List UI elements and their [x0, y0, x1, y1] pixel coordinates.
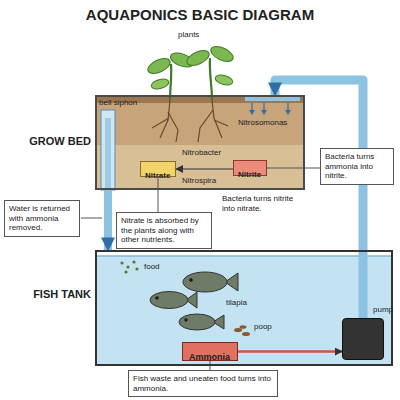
note: Bacteria turns nitrite into nitrate.	[222, 194, 304, 213]
pump-box: pump	[342, 318, 384, 360]
leader-line	[158, 177, 159, 212]
bell-siphon-drawing	[101, 110, 115, 190]
fish-body	[150, 292, 188, 309]
leaf	[146, 55, 173, 76]
leaf	[209, 43, 236, 64]
node-text: Ammonia	[189, 352, 230, 363]
fish-label: tilapia	[226, 298, 247, 308]
leaf	[214, 73, 234, 86]
nitrate-box: Nitrate	[140, 161, 176, 177]
water-surface	[96, 255, 392, 257]
spray-head	[249, 110, 291, 115]
fish-eye	[190, 279, 193, 282]
part-label: food	[144, 262, 160, 272]
bacteria-label: Nitrosomonas	[238, 118, 287, 128]
root	[214, 120, 228, 126]
soil	[95, 95, 305, 145]
root	[168, 112, 178, 142]
poop-piece	[234, 328, 242, 332]
pellet	[135, 267, 138, 270]
bacteria-label: Nitrobacter	[182, 148, 221, 158]
siphon-pipe	[105, 118, 111, 190]
root	[212, 100, 222, 138]
leaf	[185, 47, 212, 68]
leader-line	[267, 168, 320, 169]
fish	[150, 272, 238, 330]
spray-stroke	[252, 103, 288, 112]
node-heading: pump	[373, 305, 393, 315]
fish-eye	[185, 319, 188, 322]
roots	[152, 100, 228, 142]
node-heading: FISH TANK	[11, 288, 91, 301]
node-text: Water is returned with ammonia removed.	[9, 204, 75, 233]
gravel	[95, 95, 305, 190]
pellet	[124, 270, 127, 273]
callout-box: Nitrate is absorbed by the plants along …	[116, 212, 212, 249]
callout-box: Fish waste and uneaten food turns into a…	[128, 370, 278, 397]
root	[198, 110, 213, 142]
root	[160, 100, 170, 138]
stem	[210, 58, 212, 100]
return-pipe	[104, 190, 112, 250]
node-text: Nitrite	[238, 170, 261, 180]
plants-drawing	[146, 43, 236, 100]
fish-eye	[156, 297, 159, 300]
nitrite-box: Nitrite	[233, 160, 267, 176]
title: AQUAPONICS BASIC DIAGRAM	[0, 6, 400, 23]
grow-bed: GROW BEDNitrateNitrite	[95, 95, 305, 190]
tank-water	[96, 256, 392, 365]
poop-drawing	[234, 325, 250, 336]
node-heading: GROW BED	[13, 135, 91, 148]
leaf	[150, 77, 170, 90]
fish-body	[179, 314, 215, 330]
bacteria-label: Nitrospira	[182, 176, 216, 186]
flow-arrow	[238, 350, 342, 353]
node-text: Fish waste and uneaten food turns into a…	[133, 374, 273, 393]
callout-box: Water is returned with ammonia removed.	[4, 200, 80, 237]
pellet	[120, 261, 123, 264]
siphon-bell	[101, 110, 115, 190]
part-label: bell siphon	[99, 98, 137, 108]
plant-label: plants	[178, 30, 199, 40]
poop-piece	[240, 325, 247, 329]
ammonia-box: Ammonia	[182, 342, 238, 361]
fish-tank: FISH TANKAmmoniapump	[95, 250, 393, 366]
root	[152, 118, 169, 128]
food-pellets	[120, 260, 138, 273]
leader-line	[81, 218, 102, 219]
node-text: Nitrate	[145, 171, 170, 181]
pellet	[132, 260, 135, 263]
callout-box: Bacteria turns ammonia into nitrite.	[320, 148, 394, 185]
pellet	[126, 265, 129, 268]
node-text: Nitrate is absorbed by the plants along …	[121, 216, 207, 245]
fish-body	[183, 272, 227, 292]
spray-bar	[245, 96, 300, 115]
node-text: Bacteria turns ammonia into nitrite.	[325, 152, 389, 181]
reaction-arrow	[176, 168, 233, 169]
part-label: poop	[254, 322, 272, 332]
grow-bed-fill	[95, 95, 305, 190]
poop-piece	[242, 332, 250, 336]
